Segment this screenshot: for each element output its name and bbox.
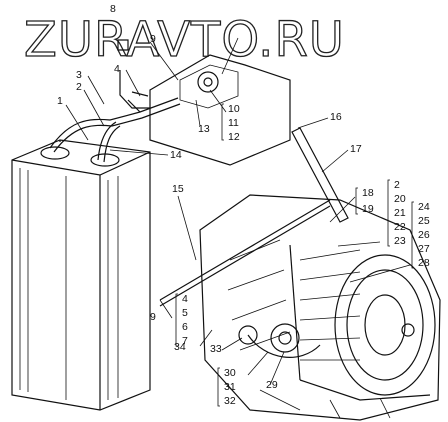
callout-13: 13: [198, 123, 210, 135]
callout-6: 6: [182, 321, 188, 333]
callout-7: 7: [182, 335, 188, 347]
callout-21: 21: [394, 207, 406, 219]
callout-34: 34: [174, 341, 186, 353]
callout-11: 11: [228, 117, 239, 129]
filter-assembly: [117, 39, 291, 166]
fuel-lines: [49, 97, 349, 307]
callout-10: 10: [228, 103, 240, 115]
leader-lines: [65, 37, 411, 386]
callout-30: 30: [224, 367, 236, 379]
callout-24: 24: [418, 201, 430, 213]
callout-1: 1: [57, 95, 63, 107]
callout-26: 26: [418, 229, 430, 241]
callout-31: 31: [224, 381, 236, 393]
callout-8: 8: [110, 3, 116, 15]
callout-4b: 4: [182, 293, 188, 305]
callout-9b: 9: [150, 311, 156, 323]
callout-23: 23: [394, 235, 406, 247]
callout-9: 9: [150, 33, 156, 45]
callout-brackets: [175, 103, 414, 407]
callout-15: 15: [172, 183, 184, 195]
callout-33: 33: [210, 343, 222, 355]
callout-29: 29: [266, 379, 278, 391]
callout-19: 19: [362, 203, 374, 215]
gearbox: [199, 194, 441, 421]
callout-4: 4: [114, 63, 120, 75]
callout-18: 18: [362, 187, 374, 199]
callout-32: 32: [224, 395, 236, 407]
callout-28: 28: [418, 257, 430, 269]
callout-20: 20: [394, 193, 406, 205]
callout-16: 16: [330, 111, 342, 123]
callout-12: 12: [228, 131, 240, 143]
callout-25: 25: [418, 215, 430, 227]
callout-labels: 1 2 3 4 8 9 10 11 12 13 14 15 16 17 18 1…: [57, 3, 430, 407]
callout-14: 14: [170, 149, 182, 161]
fitting-group: [238, 323, 321, 358]
callout-22: 22: [394, 221, 406, 233]
callout-2: 2: [76, 81, 82, 93]
fuel-tank: [11, 139, 151, 411]
callout-5: 5: [182, 307, 188, 319]
callout-2b: 2: [394, 179, 400, 191]
callout-3: 3: [76, 69, 82, 81]
callout-17: 17: [350, 143, 362, 155]
watermark: ZURAVTO.RU: [24, 12, 345, 68]
callout-27: 27: [418, 243, 430, 255]
